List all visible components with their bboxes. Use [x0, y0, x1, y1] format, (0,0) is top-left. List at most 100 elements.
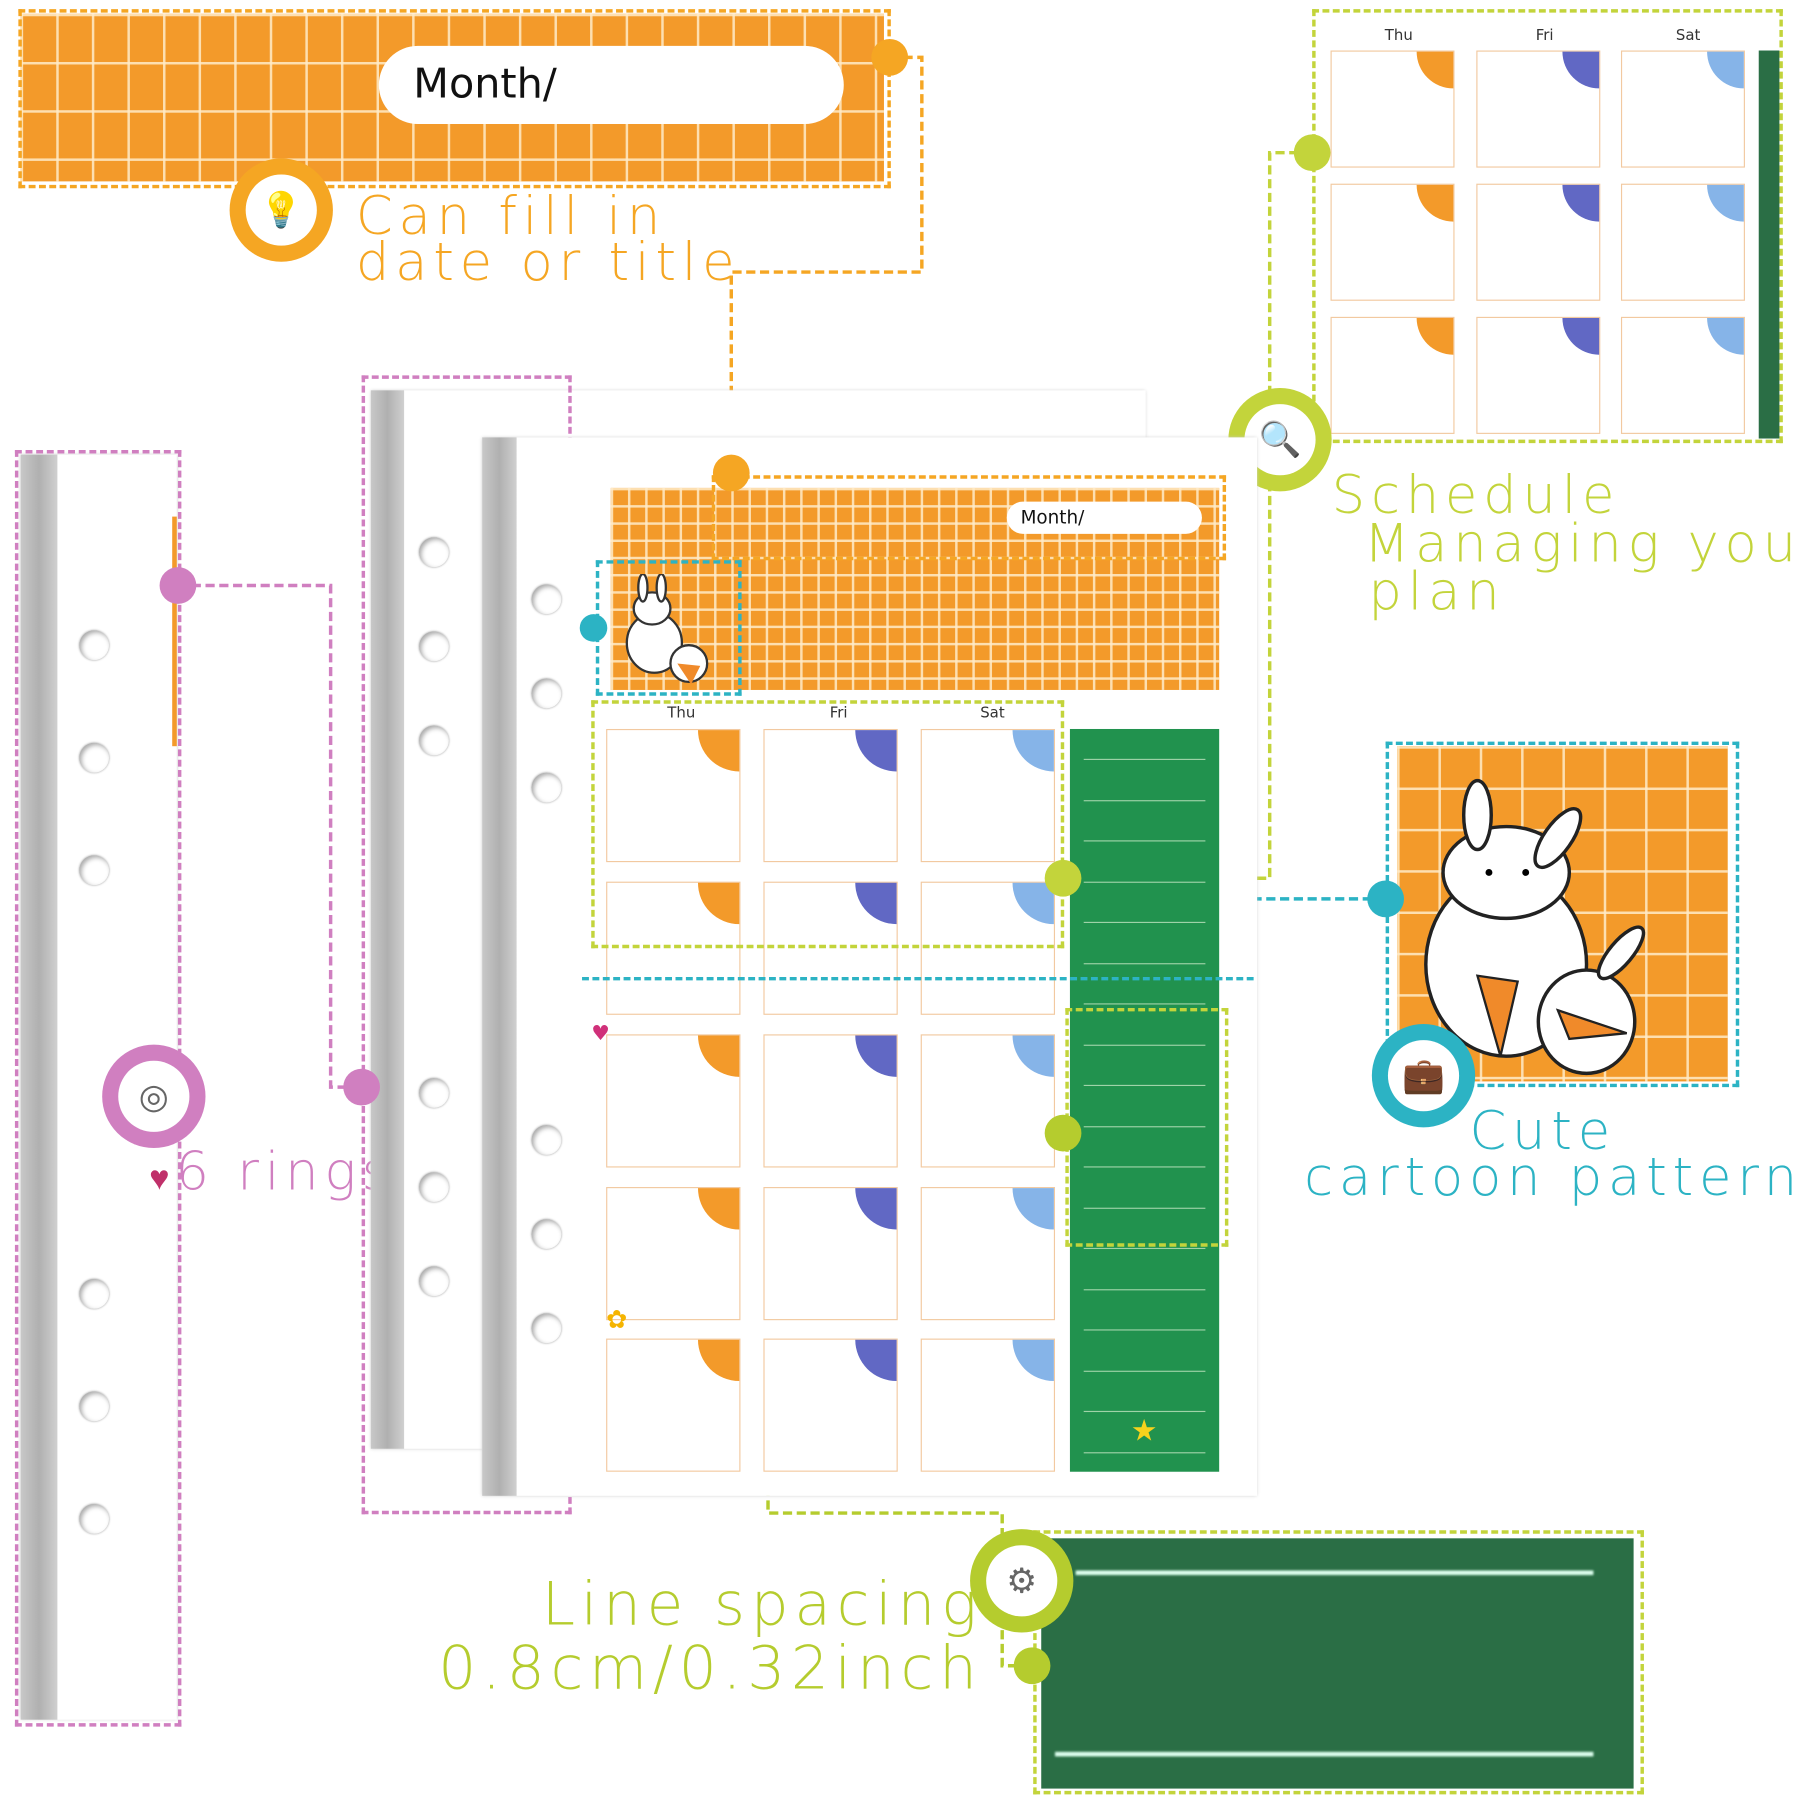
- note-line: [1083, 799, 1206, 801]
- target-icon: ◎: [118, 1060, 190, 1132]
- spacing-connector-dot: [1044, 1114, 1082, 1152]
- note-line: [1083, 840, 1206, 842]
- fill-in-line2: date or title: [355, 230, 741, 293]
- lime-connector-dot: [1293, 134, 1331, 172]
- gear-icon: ⚙: [986, 1545, 1058, 1617]
- preview-notes-strip: [1758, 50, 1780, 439]
- calendar-preview-frame: [1312, 9, 1783, 444]
- day-cell[interactable]: [606, 1034, 741, 1168]
- day-cell[interactable]: [1330, 50, 1455, 168]
- day-cell[interactable]: [606, 1187, 741, 1321]
- month-banner-frame: [18, 9, 891, 189]
- note-line: [1083, 881, 1206, 883]
- note-line: [1083, 1451, 1206, 1453]
- day-cell[interactable]: [763, 881, 898, 1015]
- day-marker: [1707, 317, 1744, 355]
- cyan-end-dot: [1367, 880, 1405, 918]
- day-cell[interactable]: [1476, 316, 1601, 434]
- note-line: [1083, 758, 1206, 760]
- day-cell[interactable]: [1476, 183, 1601, 301]
- day-thu: Thu: [667, 704, 696, 723]
- day-cell[interactable]: [763, 1338, 898, 1472]
- preview-day-thu: Thu: [1384, 27, 1413, 45]
- day-cell[interactable]: [1330, 316, 1455, 434]
- day-cell[interactable]: [1476, 50, 1601, 168]
- day-cell[interactable]: [920, 1034, 1056, 1168]
- day-cell[interactable]: [1330, 183, 1455, 301]
- star-icon: ★: [1130, 1414, 1158, 1449]
- day-marker: [1416, 51, 1454, 89]
- ring-hole: [531, 584, 562, 615]
- bunny-illustration-large: [1424, 778, 1646, 1076]
- preview-day-sat: Sat: [1675, 27, 1701, 45]
- ring-hole: [79, 630, 110, 661]
- note-line: [1083, 1288, 1206, 1290]
- day-marker: [1707, 184, 1744, 222]
- day-fri: Fri: [829, 704, 848, 723]
- ring-hole: [419, 1172, 449, 1202]
- month-banner-field[interactable]: Month/: [378, 45, 844, 124]
- day-cell[interactable]: [606, 881, 741, 1015]
- orange-connector-dot: [871, 39, 909, 76]
- day-marker: [1012, 1035, 1054, 1077]
- schedule-line3: plan: [1368, 560, 1506, 623]
- flower-icon: ✿: [606, 1306, 628, 1336]
- day-cell[interactable]: [920, 881, 1056, 1015]
- day-cell[interactable]: [920, 728, 1056, 863]
- briefcase-badge: 💼: [1371, 1024, 1476, 1128]
- cartoon-callout-frame: [582, 634, 1254, 981]
- ring-hole: [79, 1503, 110, 1534]
- ring-hole: [419, 537, 449, 568]
- note-line: [1083, 1166, 1206, 1168]
- orange-end-dot: [712, 454, 750, 492]
- heart-icon: ♥: [149, 1158, 176, 1199]
- ring-hole: [419, 1077, 449, 1108]
- cyan-start-dot: [579, 614, 608, 642]
- day-cell[interactable]: [606, 728, 741, 863]
- cartoon-line2: cartoon pattern: [1304, 1145, 1800, 1208]
- cartoon-label: Cute cartoon pattern: [1304, 1104, 1800, 1208]
- day-cell[interactable]: [763, 1034, 898, 1168]
- day-cell[interactable]: [920, 1338, 1056, 1472]
- day-marker: [855, 1035, 897, 1077]
- ring-hole: [79, 742, 110, 773]
- note-line: [1083, 1247, 1206, 1250]
- note-line: [1083, 1003, 1206, 1005]
- note-line: [1083, 1329, 1206, 1331]
- header-callout-frame: [711, 475, 1227, 561]
- day-marker: [1562, 184, 1600, 222]
- ring-hole: [79, 1278, 110, 1309]
- note-line: [1083, 1044, 1206, 1046]
- day-cell[interactable]: [763, 1187, 898, 1321]
- ring-hole: [419, 1266, 449, 1297]
- schedule-callout-frame: [591, 700, 1065, 949]
- schedule-label: Schedule Managing your plan: [1332, 468, 1800, 623]
- note-line: [1083, 1410, 1206, 1413]
- day-cell[interactable]: [1620, 183, 1745, 301]
- target-badge: ◎: [102, 1044, 206, 1148]
- day-cell[interactable]: [920, 1187, 1056, 1321]
- day-marker: [1562, 317, 1600, 355]
- lime-end-dot: [1044, 859, 1082, 897]
- bunny-illustration-small: [625, 574, 709, 685]
- ring-hole: [419, 725, 449, 756]
- ring-hole: [79, 855, 110, 886]
- line-spacing-frame: [1033, 1530, 1644, 1795]
- day-marker: [855, 1339, 897, 1382]
- spacing-callout-frame: [1065, 1007, 1229, 1247]
- day-cell[interactable]: [1620, 316, 1745, 434]
- notes-column[interactable]: [1069, 728, 1220, 1472]
- pink-end-dot: [343, 1068, 380, 1106]
- day-marker: [855, 1188, 897, 1230]
- day-marker: [1416, 184, 1454, 222]
- note-line: [1083, 1207, 1206, 1209]
- day-cell[interactable]: [606, 1338, 741, 1472]
- note-line: [1083, 921, 1206, 923]
- day-cell[interactable]: [1620, 50, 1745, 168]
- ring-hole: [531, 772, 562, 803]
- planner-month-field[interactable]: Month/: [1006, 501, 1202, 534]
- spacing-label: Line spacing 0.8cm/0.32inch: [438, 1573, 982, 1702]
- day-cell[interactable]: [763, 728, 898, 863]
- fill-in-line1: Can fill in: [355, 184, 667, 247]
- heart-decoration-icon: ♥: [591, 1021, 610, 1046]
